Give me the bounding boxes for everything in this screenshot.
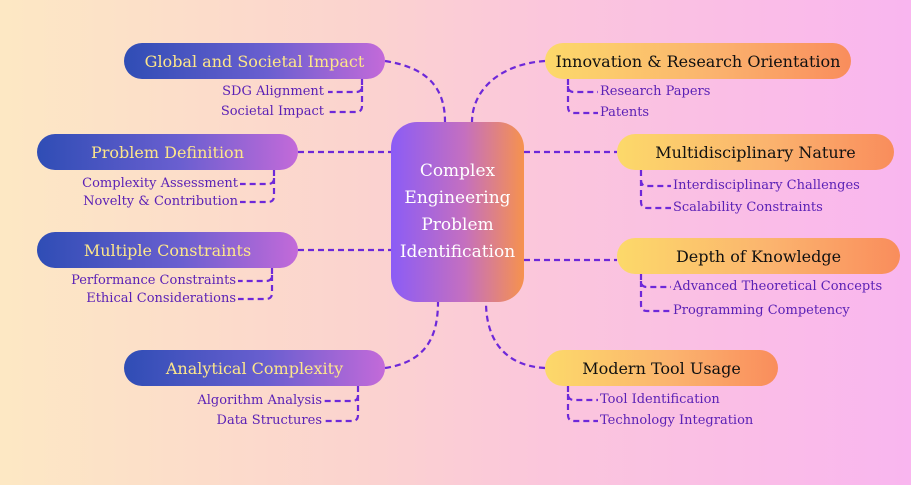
subtopic-tool-identification: Tool Identification	[600, 392, 720, 407]
subtopic-societal-impact: Societal Impact	[220, 104, 324, 119]
central-title-line-2: Engineering	[404, 188, 511, 208]
node-problem-definition: Problem Definition	[37, 134, 298, 170]
subtopic-technology-integration: Technology Integration	[600, 413, 754, 428]
sub-connector-multi-2	[639, 180, 671, 210]
node-multidisciplinary-nature: Multidisciplinary Nature	[617, 134, 894, 170]
sub-connector-problem-1	[240, 170, 276, 186]
node-innovation-research: Innovation & Research Orientation	[545, 43, 851, 79]
connector-innovation	[470, 59, 546, 123]
node-analytical-complexity: Analytical Complexity	[124, 350, 385, 386]
subtopic-algorithm-analysis: Algorithm Analysis	[197, 393, 322, 408]
node-label: Global and Societal Impact	[144, 51, 365, 71]
subtopic-interdisciplinary-challenges: Interdisciplinary Challenges	[673, 178, 860, 193]
subtopic-novelty-contribution: Novelty & Contribution	[83, 194, 238, 209]
central-node: Complex Engineering Problem Identificati…	[391, 122, 524, 302]
subtopic-sdg-alignment: SDG Alignment	[222, 84, 324, 99]
node-modern-tool-usage: Modern Tool Usage	[545, 350, 778, 386]
sub-connector-problem-2	[240, 178, 276, 204]
connector-global	[384, 59, 447, 123]
sub-connector-innovation-2	[566, 86, 598, 115]
sub-connector-depth-1	[639, 274, 671, 289]
sub-connector-constraints-2	[238, 275, 274, 301]
subtopic-patents: Patents	[600, 105, 650, 120]
node-label: Multidisciplinary Nature	[655, 142, 856, 162]
sub-connector-innovation-1	[566, 79, 598, 94]
connector-analytical	[384, 301, 440, 370]
central-title-line-1: Complex	[419, 161, 496, 181]
node-label: Depth of Knowledge	[675, 246, 842, 266]
sub-connector-global-2	[328, 86, 364, 114]
subtopic-research-papers: Research Papers	[600, 84, 711, 99]
node-label: Innovation & Research Orientation	[555, 51, 841, 71]
central-title-line-3: Problem	[421, 215, 494, 235]
node-label: Analytical Complexity	[165, 358, 344, 378]
sub-connector-modern-1	[566, 386, 598, 402]
connector-modern	[484, 301, 546, 370]
sub-connector-constraints-1	[238, 268, 274, 283]
subtopic-complexity-assessment: Complexity Assessment	[82, 176, 238, 191]
node-multiple-constraints: Multiple Constraints	[37, 232, 298, 268]
sub-connector-modern-2	[566, 394, 598, 423]
sub-connector-global-1	[328, 79, 364, 94]
sub-connector-multi-1	[639, 170, 671, 188]
sub-connector-depth-2	[639, 281, 671, 313]
subtopic-advanced-theoretical-concepts: Advanced Theoretical Concepts	[673, 279, 883, 294]
node-global-societal-impact: Global and Societal Impact	[124, 43, 385, 79]
central-title-line-4: Identification	[399, 242, 516, 262]
node-label: Modern Tool Usage	[582, 358, 741, 378]
node-depth-of-knowledge: Depth of Knowledge	[617, 238, 900, 274]
subtopic-ethical-considerations: Ethical Considerations	[86, 291, 236, 306]
sub-connector-analytical-2	[324, 395, 360, 423]
subtopic-performance-constraints: Performance Constraints	[71, 273, 236, 288]
subtopic-programming-competency: Programming Competency	[673, 303, 850, 318]
subtopic-data-structures: Data Structures	[216, 413, 322, 428]
subtopic-scalability-constraints: Scalability Constraints	[673, 200, 823, 215]
node-label: Multiple Constraints	[83, 240, 252, 260]
sub-connector-analytical-1	[324, 386, 360, 403]
node-label: Problem Definition	[90, 142, 244, 162]
